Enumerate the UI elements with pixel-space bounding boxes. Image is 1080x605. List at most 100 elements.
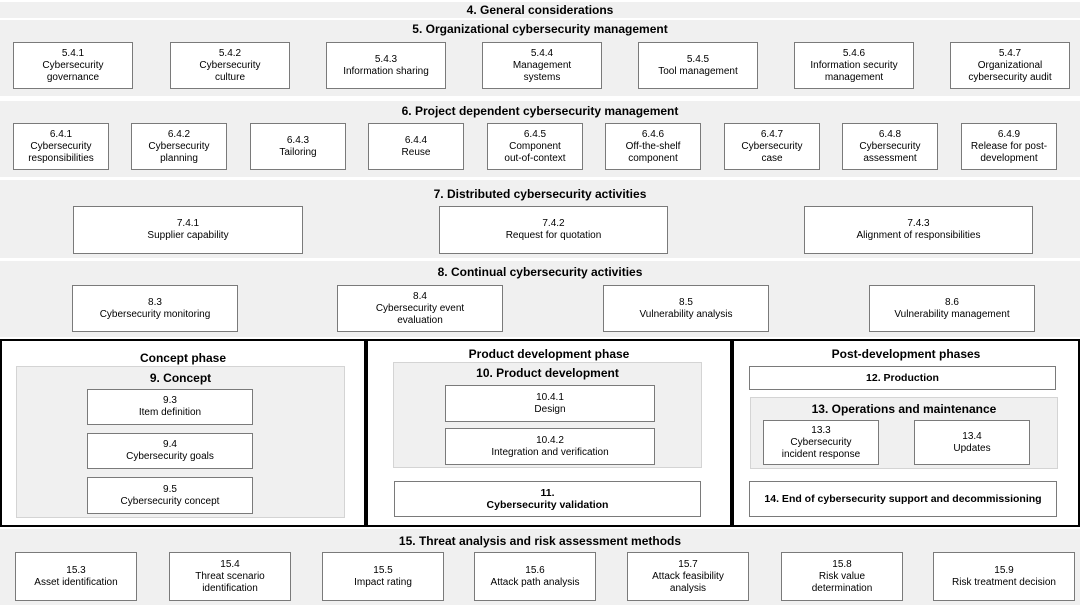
clause-label-line: Information sharing bbox=[343, 65, 429, 77]
clause-number: 10.4.2 bbox=[536, 434, 564, 446]
clause-number: 15.8 bbox=[832, 558, 852, 570]
clause-label-line: identification bbox=[202, 582, 258, 594]
clause-number: 8.4 bbox=[413, 290, 427, 302]
clause-label-line: Supplier capability bbox=[147, 230, 229, 241]
clause-label-line: Cybersecurity concept bbox=[120, 495, 220, 507]
clause-label-line: case bbox=[761, 152, 783, 164]
clause-label-line: Release for post- bbox=[970, 140, 1048, 152]
operations-subpanel-title: 13. Operations and maintenance bbox=[811, 402, 997, 416]
clause-number: 8.6 bbox=[945, 296, 959, 308]
clause-label-line: planning bbox=[160, 152, 198, 164]
clause-label-line: Component bbox=[509, 140, 561, 152]
clause-label-line: component bbox=[628, 152, 678, 164]
clause-label-line: Vulnerability management bbox=[894, 308, 1010, 320]
clause-label-line: analysis bbox=[669, 582, 707, 594]
clause-label-line: Alignment of responsibilities bbox=[856, 230, 981, 241]
clause-number: 5.4.6 bbox=[842, 47, 866, 59]
concept-phase-title: Concept phase bbox=[139, 351, 226, 365]
clause-number: 6.4.5 bbox=[523, 128, 547, 140]
clause-label-line: Cybersecurity bbox=[42, 59, 104, 71]
clause-number: 9.3 bbox=[163, 395, 177, 406]
general-considerations-band bbox=[0, 2, 1080, 18]
clause-number: 13.3 bbox=[811, 424, 831, 436]
clause-label-line: Attack feasibility bbox=[652, 570, 724, 582]
clause-label-line: Information security bbox=[810, 59, 898, 71]
clause-label-line: Integration and verification bbox=[491, 446, 609, 458]
clause-number: 6.4.3 bbox=[286, 134, 310, 146]
clause-label-line: Cybersecurity monitoring bbox=[99, 308, 211, 320]
product-subpanel-title: 10. Product development bbox=[476, 366, 619, 380]
clause-number: 7.4.1 bbox=[176, 218, 200, 229]
clause-number: 15.6 bbox=[525, 564, 545, 576]
validation-number: 11. bbox=[540, 487, 555, 499]
clause-label-line: responsibilities bbox=[28, 152, 94, 164]
clause-number: 10.4.1 bbox=[536, 391, 564, 403]
clause-number: 15.3 bbox=[66, 564, 86, 576]
clause-number: 15.7 bbox=[678, 558, 698, 570]
clause-label-line: Cybersecurity bbox=[148, 140, 210, 152]
clause-label-line: Tailoring bbox=[279, 146, 317, 158]
clause-label-line: Risk treatment decision bbox=[952, 576, 1056, 588]
end-of-support-box: 14. End of cybersecurity support and dec… bbox=[749, 481, 1057, 517]
clause-label-line: Reuse bbox=[401, 146, 431, 158]
clause-label-line: Management bbox=[512, 59, 572, 71]
clause-label-line: Cybersecurity bbox=[859, 140, 921, 152]
clause-number: 6.4.6 bbox=[641, 128, 665, 140]
clause-label-line: Cybersecurity event bbox=[375, 302, 465, 314]
general-considerations-title: 4. General considerations bbox=[466, 3, 614, 17]
clause-number: 9.5 bbox=[163, 483, 177, 495]
project-management-title: 6. Project dependent cybersecurity manag… bbox=[401, 104, 679, 118]
clause-label-line: Cybersecurity goals bbox=[126, 451, 214, 462]
clause-number: 7.4.2 bbox=[542, 218, 565, 229]
clause-label-line: evaluation bbox=[397, 314, 443, 326]
clause-label-line: management bbox=[824, 71, 884, 83]
clause-number: 15.5 bbox=[373, 564, 393, 576]
clause-number: 5.4.5 bbox=[686, 53, 710, 65]
clause-label-line: Design bbox=[534, 403, 566, 415]
clause-number: 6.4.2 bbox=[167, 128, 191, 140]
clause-label-line: Item definition bbox=[138, 407, 202, 418]
tara-title: 15. Threat analysis and risk assessment … bbox=[398, 534, 682, 548]
clause-number: 6.4.7 bbox=[760, 128, 784, 140]
clause-label-line: Organizational bbox=[977, 59, 1043, 71]
clause-number: 6.4.4 bbox=[404, 134, 428, 146]
clause-label-line: Cybersecurity bbox=[790, 436, 852, 448]
clause-label-line: Request for quotation bbox=[505, 230, 602, 241]
clause-label-line: incident response bbox=[781, 448, 861, 460]
clause-label-line: Threat scenario bbox=[195, 570, 265, 582]
clause-number: 5.4.3 bbox=[374, 53, 398, 65]
clause-label-line: culture bbox=[214, 71, 245, 83]
clause-label-line: Asset identification bbox=[34, 576, 118, 588]
clause-label-line: Impact rating bbox=[354, 576, 412, 588]
clause-number: 6.4.9 bbox=[997, 128, 1021, 140]
clause-label-line: Cybersecurity bbox=[199, 59, 261, 71]
clause-label-line: development bbox=[980, 152, 1038, 164]
